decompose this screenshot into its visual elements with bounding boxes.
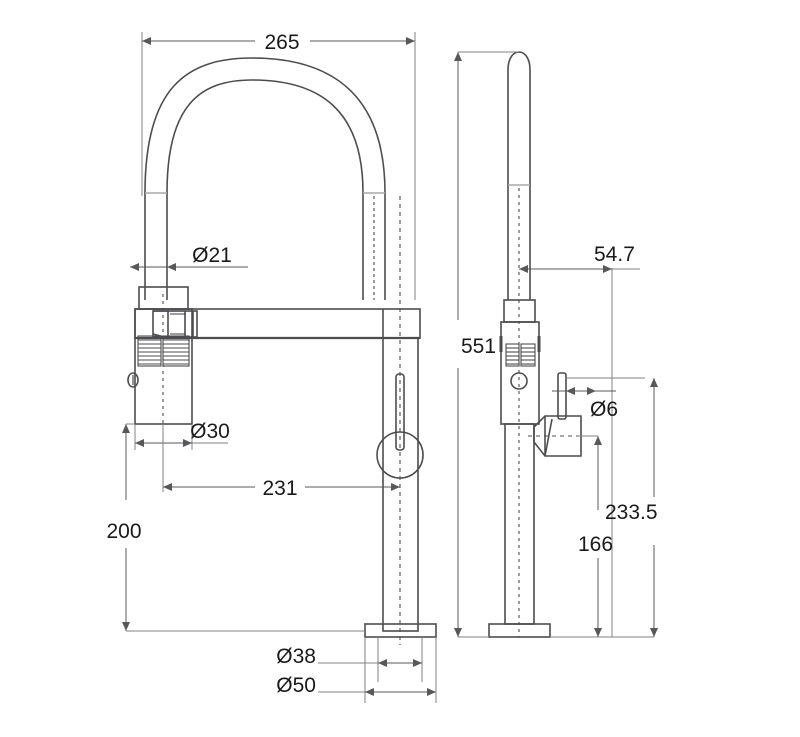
dock-knurl-top bbox=[170, 310, 186, 315]
spray-head-knurl bbox=[137, 335, 190, 367]
lever-hub bbox=[376, 431, 424, 479]
dim-label-spray-head-diameter: Ø21 bbox=[192, 244, 232, 267]
dim-label-spout-centre: 231 bbox=[262, 477, 297, 500]
dim-label-body-diameter: Ø30 bbox=[190, 420, 230, 443]
dimension-layer bbox=[122, 32, 658, 703]
dim-label-spout-reach: 265 bbox=[264, 31, 299, 54]
dim-label-lever-height: 233.5 bbox=[605, 501, 658, 524]
side-lever-stem bbox=[557, 372, 567, 420]
dock-chamfer bbox=[152, 333, 169, 339]
side-base-flange bbox=[488, 623, 551, 638]
dim-label-pivot-height: 166 bbox=[578, 533, 613, 556]
front-elevation-view bbox=[127, 57, 437, 645]
spout-outer-arc bbox=[144, 57, 386, 300]
dim-label-spray-head-height: 200 bbox=[106, 520, 141, 543]
dim-label-lever-stem-diameter: Ø6 bbox=[590, 398, 618, 421]
spray-mode-button bbox=[127, 372, 139, 388]
side-spray-knurl bbox=[505, 343, 536, 367]
dock-knurl-bottom bbox=[170, 333, 186, 338]
dim-label-overall-height: 551 bbox=[461, 335, 496, 358]
dim-label-flange-diameter: Ø50 bbox=[276, 674, 316, 697]
lever-stem bbox=[395, 373, 405, 451]
dim-label-shank-diameter: Ø38 bbox=[276, 645, 316, 668]
dimension-text-layer: 265 Ø21 Ø30 231 200 551 54.7 Ø6 233.5 16… bbox=[106, 31, 657, 697]
spout-inner-arc bbox=[166, 79, 364, 300]
side-lever-fold-b bbox=[544, 418, 553, 457]
dim-label-handle-offset: 54.7 bbox=[594, 243, 635, 266]
